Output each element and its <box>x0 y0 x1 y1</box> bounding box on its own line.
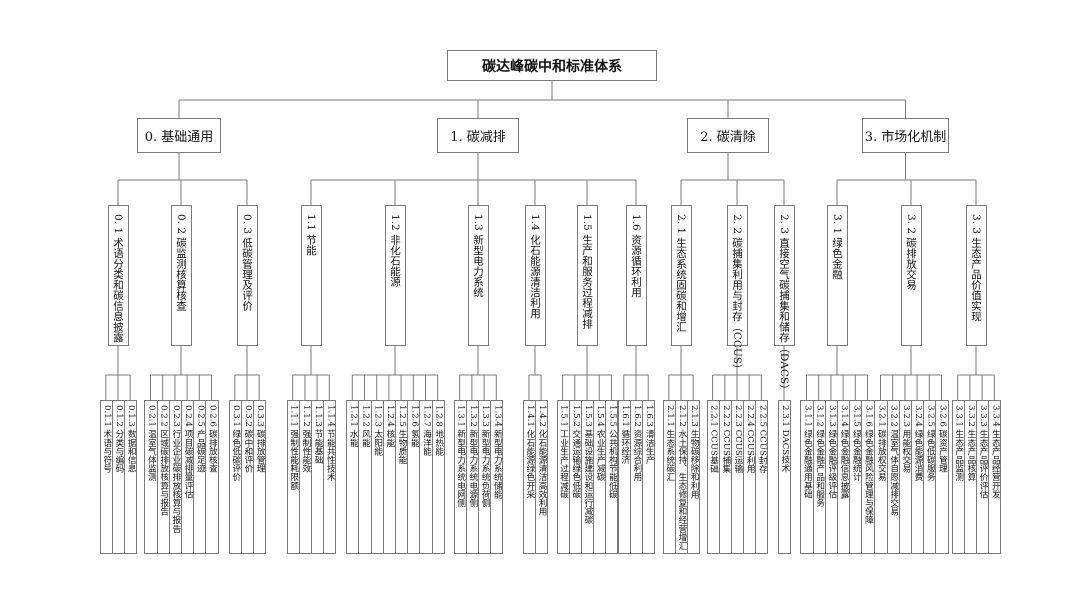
standard-item-2-0-2: 2.1.3 生物碳移除和利用 <box>687 400 701 554</box>
standard-item-1-5-0: 1.6.1 循环经济 <box>617 400 631 554</box>
standard-item-2-0-0: 2.1.1 生态系统碳汇 <box>662 400 676 554</box>
standard-item-3-1-4: 3.2.5 绿色低碳服务 <box>923 400 937 554</box>
subcategory-1-5: 1.6 资源循环利用 <box>625 205 647 346</box>
standard-item-1-4-1: 1.5.2 交通运输绿色低碳 <box>568 400 582 554</box>
standard-item-1-2-0: 1.3.1 新型电力系统电网侧 <box>453 400 467 554</box>
standard-item-0-2-0: 0.3.1 绿色低碳评价 <box>228 400 242 554</box>
standard-item-1-4-3: 1.5.4 农业生产减碳 <box>593 400 607 554</box>
standard-item-0-2-1: 0.3.2 碳中和评价 <box>240 400 255 554</box>
standard-item-1-2-3: 1.3.4 新型电力系统储能 <box>490 400 504 554</box>
category-3: 3. 市场化机制 <box>862 118 949 153</box>
subcategory-2-2: 2. 3 直接空气碳捕集和储存（DACS） <box>773 205 795 395</box>
subcategory-2-0: 2. 1 生态系统固碳和增汇 <box>670 205 692 346</box>
subcategory-1-4: 1.5 生产和服务过程减排 <box>576 205 598 346</box>
standard-item-1-0-1: 1.1.2 强制性能效 <box>298 400 312 554</box>
standard-item-0-0-2: 0.1.3 数据和信息 <box>124 400 138 554</box>
standard-item-1-1-0: 1.2.1 水能 <box>346 400 360 554</box>
standard-item-1-5-2: 1.6.3 清洁生产 <box>642 400 656 554</box>
standard-item-0-0-1: 0.1.2 分类与编码 <box>111 400 126 554</box>
subcategory-3-1: 3. 2 碳排放交易 <box>900 205 922 346</box>
standard-item-2-0-1: 2.1.2 水土保持、生态修复和经营增汇 <box>674 400 689 554</box>
subcategory-3-0: 3. 1 绿色金融 <box>826 205 848 346</box>
standard-item-3-2-3: 3.3.4 生态产品经营开发 <box>988 400 1002 554</box>
standard-item-3-0-1: 3.1.2 绿色金融产品和服务 <box>812 400 826 554</box>
subcategory-1-1: 1.2 非化石能源 <box>384 205 406 346</box>
standard-item-1-1-2: 1.2.3 太阳能 <box>370 400 384 554</box>
standard-item-0-1-2: 0.2.3 行业企业碳排放核算与报告 <box>168 400 182 554</box>
standard-item-0-1-1: 0.2.2 区域碳排放核算与报告 <box>156 400 170 554</box>
standard-item-0-1-5: 0.2.6 碳排放核查 <box>205 400 219 554</box>
standard-item-2-1-2: 2.2.3 CCUS运输 <box>730 400 745 554</box>
standard-item-3-0-5: 3.1.6 绿色金融风险管理与保障 <box>861 400 875 554</box>
standard-item-3-0-2: 3.1.3 绿色金融评级评估 <box>824 400 838 554</box>
standard-item-1-4-4: 1.5.5 公共机构节能低碳 <box>605 400 619 554</box>
standard-item-0-0-0: 0.1.1 术语与符号 <box>99 400 113 554</box>
standard-item-0-2-2: 0.3.3 碳排放管理 <box>253 400 267 554</box>
standard-item-3-2-0: 3.3.1 生态产品监测 <box>951 400 965 554</box>
subcategory-0-0: 0. 1 术语分类和碳信息披露 <box>107 205 129 346</box>
category-2: 2. 碳清除 <box>687 118 769 153</box>
subcategory-2-1: 2. 2 碳捕集利用与封存（CCUS） <box>726 205 748 374</box>
category-1: 1. 碳减排 <box>437 118 519 153</box>
standard-item-1-3-0: 1.4.1 化石能源绿色开采 <box>522 400 536 554</box>
standard-item-2-1-3: 2.2.4 CCUS利用 <box>743 400 757 554</box>
category-0: 0. 基础通用 <box>137 118 221 153</box>
standard-item-1-1-6: 1.2.7 海洋能 <box>419 400 433 554</box>
standard-item-3-1-1: 3.2.2 温室气体自愿减排交易 <box>886 400 900 554</box>
standard-item-1-2-1: 1.3.2 新型电力系统电源侧 <box>465 400 479 554</box>
root-node-title: 碳达峰碳中和标准体系 <box>447 50 657 81</box>
standard-item-2-2-0: 2.3.1 DACS技术 <box>777 400 792 554</box>
standard-item-2-1-4: 2.2.5 CCUS封存 <box>755 400 769 554</box>
standard-item-3-2-1: 3.3.2 生态产品核算 <box>963 400 977 554</box>
standard-item-1-4-2: 1.5.3 基础设施建设和运行减碳 <box>580 400 595 554</box>
subcategory-1-2: 1.3 新型电力系统 <box>467 205 489 346</box>
standard-item-3-0-0: 3.1.1 绿色金融通用基础 <box>800 400 814 554</box>
standard-item-0-1-4: 0.2.5 产品碳足迹 <box>193 400 207 554</box>
subcategory-3-2: 3. 3 生态产品价值实现 <box>965 205 987 346</box>
standard-item-1-1-3: 1.2.4 核能 <box>382 400 396 554</box>
subcategory-1-3: 1.4 化石能源清洁利用 <box>524 205 546 346</box>
subcategory-0-1: 0. 2 碳监测核算核查 <box>170 205 192 346</box>
standard-item-1-1-1: 1.2.2 风能 <box>358 400 372 554</box>
standard-item-1-3-1: 1.4.2 化石能源清洁高效利用 <box>535 400 549 554</box>
standard-item-1-0-0: 1.1.1 强制性能耗限额 <box>286 400 300 554</box>
subcategory-0-2: 0. 3 低碳管理及评价 <box>236 205 258 346</box>
standard-item-3-1-5: 3.2.6 碳资产管理 <box>935 400 949 554</box>
standard-item-3-1-2: 3.2.3 用能权交易 <box>898 400 912 554</box>
standard-item-0-1-0: 0.2.1 温室气体监测 <box>144 400 158 554</box>
standard-item-1-1-7: 1.2.8 地热能 <box>431 400 445 554</box>
standard-item-3-0-4: 3.1.5 绿色金融统计 <box>849 400 863 554</box>
standard-item-1-1-5: 1.2.6 氢能 <box>407 400 421 554</box>
standard-item-1-5-1: 1.6.2 资源综合利用 <box>629 400 644 554</box>
standard-item-3-1-0: 3.2.1 碳排放权交易 <box>874 400 888 554</box>
standard-item-1-0-3: 1.1.4 节能共性技术 <box>323 400 337 554</box>
subcategory-1-0: 1.1 节能 <box>300 205 322 346</box>
standard-item-2-1-1: 2.2.2 CCUS捕集 <box>718 400 732 554</box>
